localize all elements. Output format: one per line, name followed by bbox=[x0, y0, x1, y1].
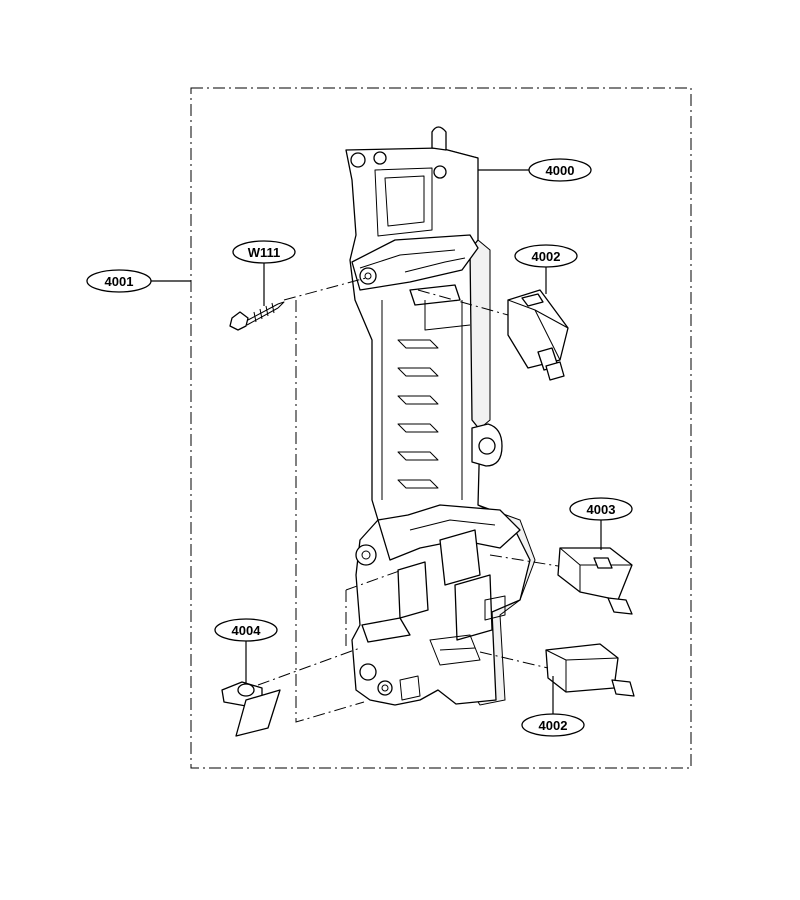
callout-4000-label: 4000 bbox=[546, 163, 575, 178]
callout-4002-upper-label: 4002 bbox=[532, 249, 561, 264]
alignment-line-upper-switch bbox=[417, 289, 509, 316]
callout-w111-label: W111 bbox=[248, 245, 281, 260]
callout-4001: 4001 bbox=[86, 269, 152, 293]
alignment-line-lower-switch bbox=[479, 651, 549, 669]
alignment-line-lever-2 bbox=[345, 569, 403, 648]
callout-4002-upper: 4002 bbox=[514, 244, 578, 268]
callout-w111: W111 bbox=[232, 240, 296, 264]
assembly-boundary-box bbox=[190, 87, 692, 769]
callout-4004: 4004 bbox=[214, 618, 278, 642]
switch-4002-upper-part bbox=[507, 289, 569, 381]
screw-w111-part bbox=[229, 301, 285, 331]
alignment-line-screw bbox=[283, 277, 367, 301]
latch-board-part bbox=[345, 126, 536, 706]
callout-4003: 4003 bbox=[569, 497, 633, 521]
callout-4001-label: 4001 bbox=[105, 274, 134, 289]
alignment-line-lever bbox=[257, 647, 361, 686]
callout-4002-lower: 4002 bbox=[521, 713, 585, 737]
switch-4002-lower-part bbox=[545, 643, 635, 697]
callout-4003-label: 4003 bbox=[587, 502, 616, 517]
callout-4002-lower-label: 4002 bbox=[539, 718, 568, 733]
switch-4003-part bbox=[557, 547, 633, 615]
callout-4004-label: 4004 bbox=[232, 623, 262, 638]
lever-4004-part bbox=[221, 681, 281, 737]
alignment-line-vertical bbox=[295, 300, 365, 723]
alignment-line-4003 bbox=[489, 554, 559, 567]
callout-4000: 4000 bbox=[528, 158, 592, 182]
